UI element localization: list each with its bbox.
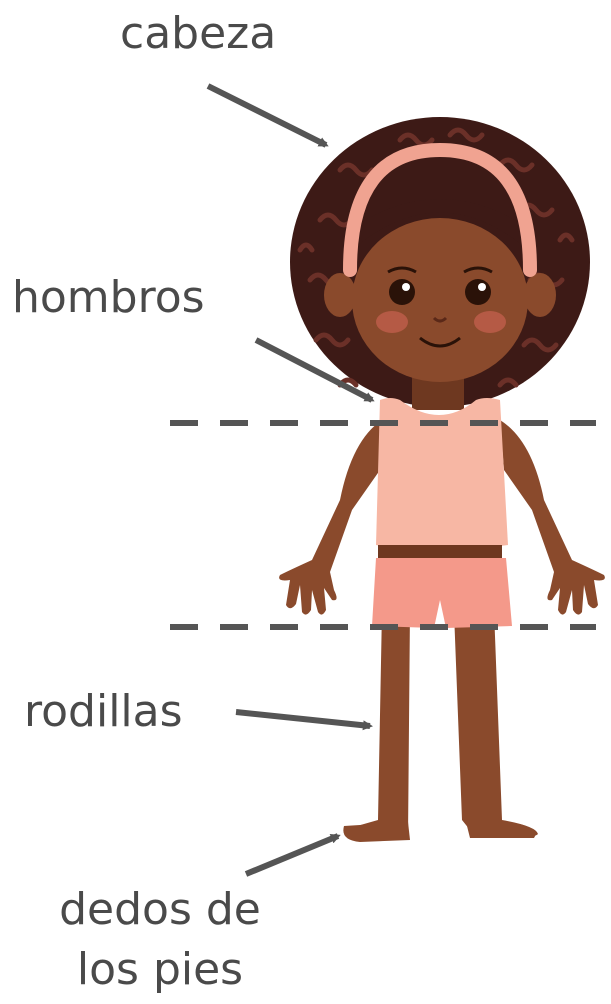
label-toes-line2: los pies (40, 940, 280, 1000)
waist (378, 545, 502, 559)
legs (343, 610, 538, 842)
label-toes-line1: dedos de (40, 880, 280, 940)
label-shoulders: hombros (12, 272, 205, 324)
arrow-toes-label (246, 836, 338, 874)
arrow-head-label (208, 86, 326, 145)
label-toes: dedos de los pies (40, 880, 280, 1000)
label-knees: rodillas (24, 686, 183, 738)
shorts (372, 558, 512, 628)
label-head: cabeza (120, 8, 276, 60)
arrow-knees-label (236, 712, 370, 726)
